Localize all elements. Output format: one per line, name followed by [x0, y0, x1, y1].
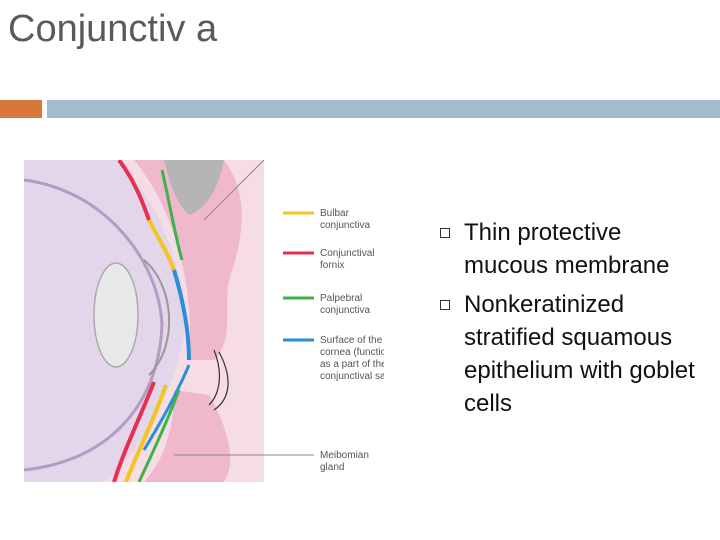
label-cornea-2: cornea (functions: [320, 347, 384, 358]
label-bulbar-2: conjunctiva: [320, 220, 370, 231]
bullet-text: Nonkeratinized stratified squamous epith…: [464, 291, 695, 417]
bullet-square-icon: [440, 300, 450, 310]
eye-cross-section-illustration: Bulbar conjunctiva Conjunctival fornix P…: [24, 160, 384, 482]
label-fornix-2: fornix: [320, 260, 344, 271]
bullet-item: Thin protective mucous membrane: [440, 216, 710, 282]
label-palpebral-2: conjunctiva: [320, 305, 370, 316]
label-fornix-1: Conjunctival: [320, 248, 374, 259]
label-cornea-3: as a part of the: [320, 359, 384, 370]
label-cornea-4: conjunctival sac): [320, 371, 384, 382]
label-palpebral-1: Palpebral: [320, 293, 362, 304]
bullet-item: Nonkeratinized stratified squamous epith…: [440, 288, 710, 420]
label-meibomian-2: gland: [320, 462, 344, 473]
label-cornea-1: Surface of the: [320, 335, 383, 346]
bullet-text: Thin protective mucous membrane: [464, 219, 670, 279]
title-accent-bar: [0, 100, 42, 118]
bullet-list: Thin protective mucous membrane Nonkerat…: [440, 216, 710, 426]
conjunctiva-diagram: Bulbar conjunctiva Conjunctival fornix P…: [24, 160, 384, 482]
bullet-square-icon: [440, 228, 450, 238]
slide-title: Conjunctiv a: [8, 8, 218, 50]
label-meibomian-1: Meibomian: [320, 450, 369, 461]
title-divider-bar: [47, 100, 720, 118]
label-bulbar-1: Bulbar: [320, 208, 350, 219]
